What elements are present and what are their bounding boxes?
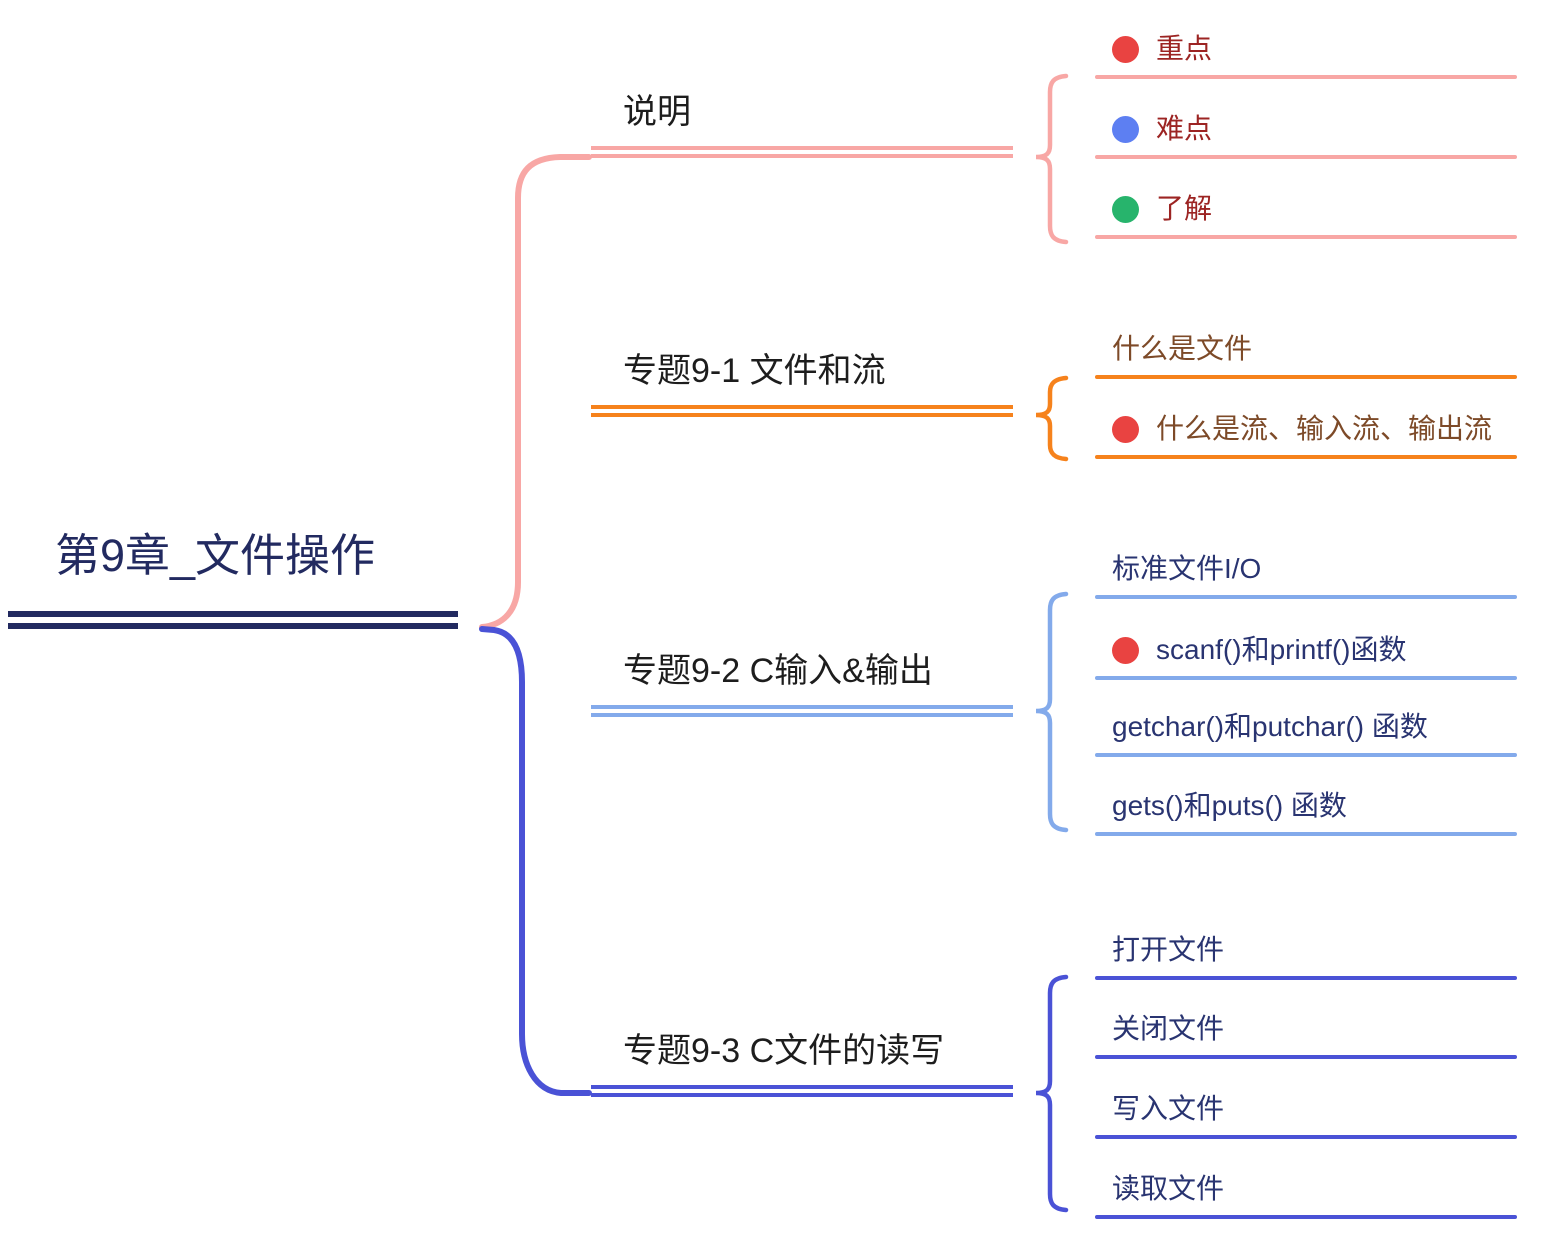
child-topic-label: 标准文件I/O	[1112, 553, 1262, 584]
child-topic-content: getchar()和putchar() 函数	[1112, 701, 1428, 753]
child-topic-content: 标准文件I/O	[1112, 543, 1261, 595]
blue-dot-icon[interactable]	[1112, 115, 1139, 143]
branch-topic-9-1[interactable]: 专题9-1 文件和流	[591, 341, 1015, 417]
child-topic-content: gets()和puts() 函数	[1112, 780, 1347, 832]
green-dot-icon[interactable]	[1112, 195, 1139, 223]
child-topic-label: 打开文件	[1112, 934, 1225, 965]
child-topic-content: 写入文件	[1112, 1083, 1224, 1135]
child-topic-close-file[interactable]: 关闭文件	[1095, 1003, 1519, 1059]
child-topic-zhongdian[interactable]: 重点	[1095, 23, 1519, 79]
child-topic-what-is-file[interactable]: 什么是文件	[1095, 323, 1519, 379]
child-topic-underline	[1095, 1055, 1517, 1059]
child-topic-content: 什么是流、输入流、输出流	[1112, 403, 1492, 455]
child-topic-underline	[1095, 676, 1517, 680]
child-topic-underline	[1095, 455, 1517, 459]
child-topic-underline	[1095, 1135, 1517, 1139]
child-topic-underline	[1095, 976, 1517, 980]
child-topic-label: 了解	[1156, 193, 1213, 224]
child-topic-underline	[1095, 753, 1517, 757]
child-topic-label: gets()和puts() 函数	[1112, 790, 1347, 821]
branch-topic-content: 专题9-1 文件和流	[623, 341, 886, 401]
branch-topic-9-2[interactable]: 专题9-2 C输入&输出	[591, 641, 1015, 717]
child-topic-liaojie[interactable]: 了解	[1095, 183, 1519, 239]
child-topic-standard-file-io[interactable]: 标准文件I/O	[1095, 543, 1519, 599]
child-topic-nandian[interactable]: 难点	[1095, 103, 1519, 159]
branch-topic-underline	[591, 705, 1013, 717]
child-topic-label: 什么是流、输入流、输出流	[1156, 413, 1493, 444]
root-topic[interactable]: 第9章_文件操作	[8, 520, 460, 630]
child-topic-getchar-putchar[interactable]: getchar()和putchar() 函数	[1095, 701, 1519, 757]
red-dot-icon[interactable]	[1112, 35, 1139, 63]
branch-topic-content: 专题9-3 C文件的读写	[623, 1021, 944, 1081]
child-topic-underline	[1095, 1215, 1517, 1219]
child-topic-gets-puts[interactable]: gets()和puts() 函数	[1095, 780, 1519, 836]
red-dot-icon[interactable]	[1112, 415, 1139, 443]
child-topic-content: 什么是文件	[1112, 323, 1252, 375]
child-topic-content: 关闭文件	[1112, 1003, 1224, 1055]
brace-branch-9-2	[1035, 591, 1069, 833]
branch-topic-underline	[591, 405, 1013, 417]
child-topic-open-file[interactable]: 打开文件	[1095, 924, 1519, 980]
branch-topic-underline	[591, 1085, 1013, 1097]
brace-branch-9-3	[1035, 974, 1069, 1213]
branch-topic-label: 说明	[623, 93, 691, 131]
branch-topic-label: 专题9-3 C文件的读写	[623, 1032, 945, 1070]
branch-topic-content: 专题9-2 C输入&输出	[623, 641, 933, 701]
branch-topic-shuoming[interactable]: 说明	[591, 82, 1015, 158]
red-dot-icon[interactable]	[1112, 636, 1139, 664]
child-topic-label: 读取文件	[1112, 1173, 1225, 1204]
child-topic-underline	[1095, 595, 1517, 599]
child-topic-underline	[1095, 235, 1517, 239]
child-topic-content: 了解	[1112, 183, 1212, 235]
child-topic-content: 重点	[1112, 23, 1212, 75]
child-topic-underline	[1095, 375, 1517, 379]
child-topic-underline	[1095, 832, 1517, 836]
child-topic-label: 重点	[1156, 33, 1213, 64]
child-topic-underline	[1095, 155, 1517, 159]
child-topic-label: 什么是文件	[1112, 333, 1253, 364]
child-topic-underline	[1095, 75, 1517, 79]
child-topic-content: 读取文件	[1112, 1163, 1224, 1215]
child-topic-label: 写入文件	[1112, 1093, 1225, 1124]
child-topic-read-file[interactable]: 读取文件	[1095, 1163, 1519, 1219]
branch-topic-label: 专题9-1 文件和流	[623, 352, 886, 390]
branch-topic-label: 专题9-2 C输入&输出	[623, 652, 933, 690]
child-topic-label: scanf()和printf()函数	[1156, 634, 1407, 665]
child-topic-what-is-stream[interactable]: 什么是流、输入流、输出流	[1095, 403, 1519, 459]
root-topic-underline	[8, 611, 458, 629]
connector-root-to-bottom-branches	[479, 626, 592, 1096]
brace-branch-shuoming	[1035, 73, 1069, 245]
brace-branch-9-1	[1035, 375, 1069, 462]
child-topic-content: 打开文件	[1112, 924, 1224, 976]
root-topic-label: 第9章_文件操作	[55, 530, 376, 581]
child-topic-content: 难点	[1112, 103, 1212, 155]
child-topic-label: 关闭文件	[1112, 1013, 1225, 1044]
branch-topic-content: 说明	[623, 82, 691, 142]
child-topic-label: 难点	[1156, 113, 1213, 144]
branch-topic-9-3[interactable]: 专题9-3 C文件的读写	[591, 1021, 1015, 1097]
child-topic-scanf-printf[interactable]: scanf()和printf()函数	[1095, 624, 1519, 680]
child-topic-label: getchar()和putchar() 函数	[1112, 711, 1428, 742]
child-topic-content: scanf()和printf()函数	[1112, 624, 1406, 676]
connector-root-to-top-branches	[479, 154, 592, 630]
branch-topic-underline	[591, 146, 1013, 158]
child-topic-write-file[interactable]: 写入文件	[1095, 1083, 1519, 1139]
